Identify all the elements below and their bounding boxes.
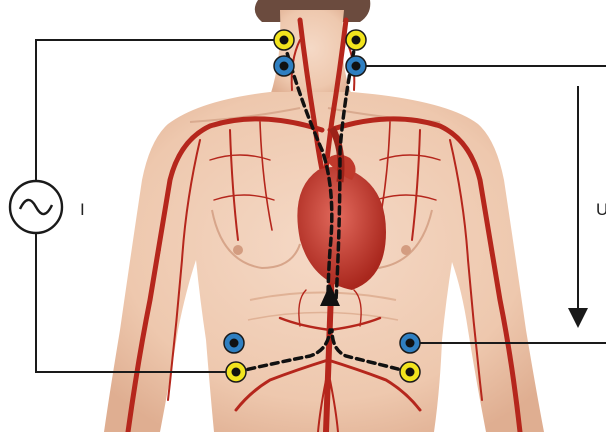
electrode-waist-left-blue (224, 333, 244, 353)
electrode-waist-left-yellow (226, 362, 246, 382)
electrode-neck-left-blue (274, 56, 294, 76)
electrode-neck-right-blue (346, 56, 366, 76)
current-label: I (80, 201, 85, 218)
electrode-neck-left-yellow (274, 30, 294, 50)
ac-source-icon (10, 181, 62, 233)
voltage-label: U (596, 201, 606, 218)
electrode-waist-right-blue (400, 333, 420, 353)
electrode-neck-right-yellow (346, 30, 366, 50)
electrode-waist-right-yellow (400, 362, 420, 382)
